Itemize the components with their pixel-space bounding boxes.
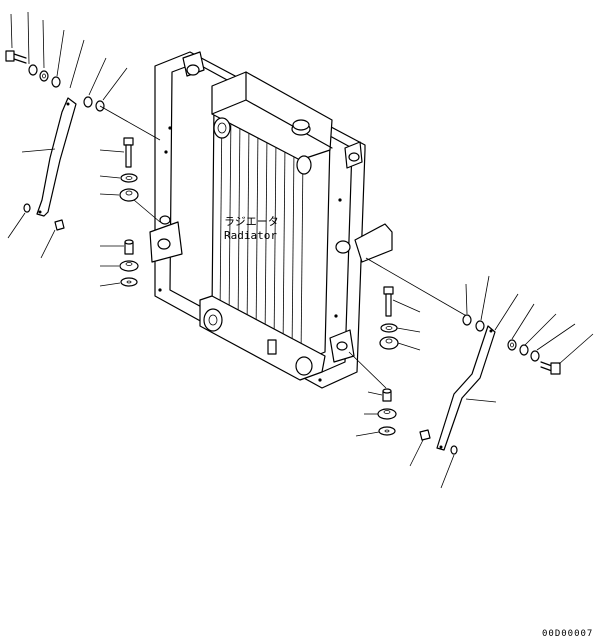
radiator-label-en: Radiator — [224, 229, 277, 242]
radiator-label-jp: ラジエータ — [224, 215, 279, 228]
right-stay-hardware — [365, 257, 594, 489]
bolt-icon — [5, 50, 27, 64]
radiator-assembly — [149, 51, 393, 389]
drawing-code: 00D00007 — [542, 629, 593, 638]
bolt-icon — [540, 361, 561, 375]
right-mount-stack — [348, 286, 421, 437]
left-mount-stack — [99, 137, 161, 287]
left-stay-hardware — [5, 11, 161, 259]
